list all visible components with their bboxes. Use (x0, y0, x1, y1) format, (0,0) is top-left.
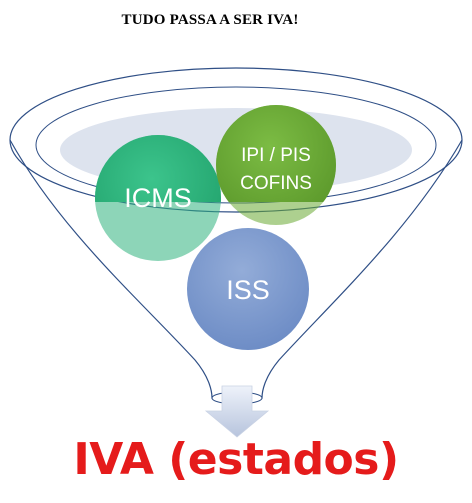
iss-circle (187, 228, 309, 350)
down-arrow-icon (204, 385, 270, 438)
result-label: IVA (estados) (73, 434, 399, 485)
ipi-pis-cofins-circle (216, 105, 336, 202)
ipi-pis-label: IPI / PIS (241, 145, 311, 166)
cofins-label: COFINS (240, 173, 312, 194)
icms-label: ICMS (124, 183, 192, 213)
iss-label: ISS (226, 275, 270, 305)
icms-circle (95, 135, 221, 202)
page-title: TUDO PASSA A SER IVA! (121, 12, 299, 28)
funnel-rim-outer (9, 67, 463, 213)
